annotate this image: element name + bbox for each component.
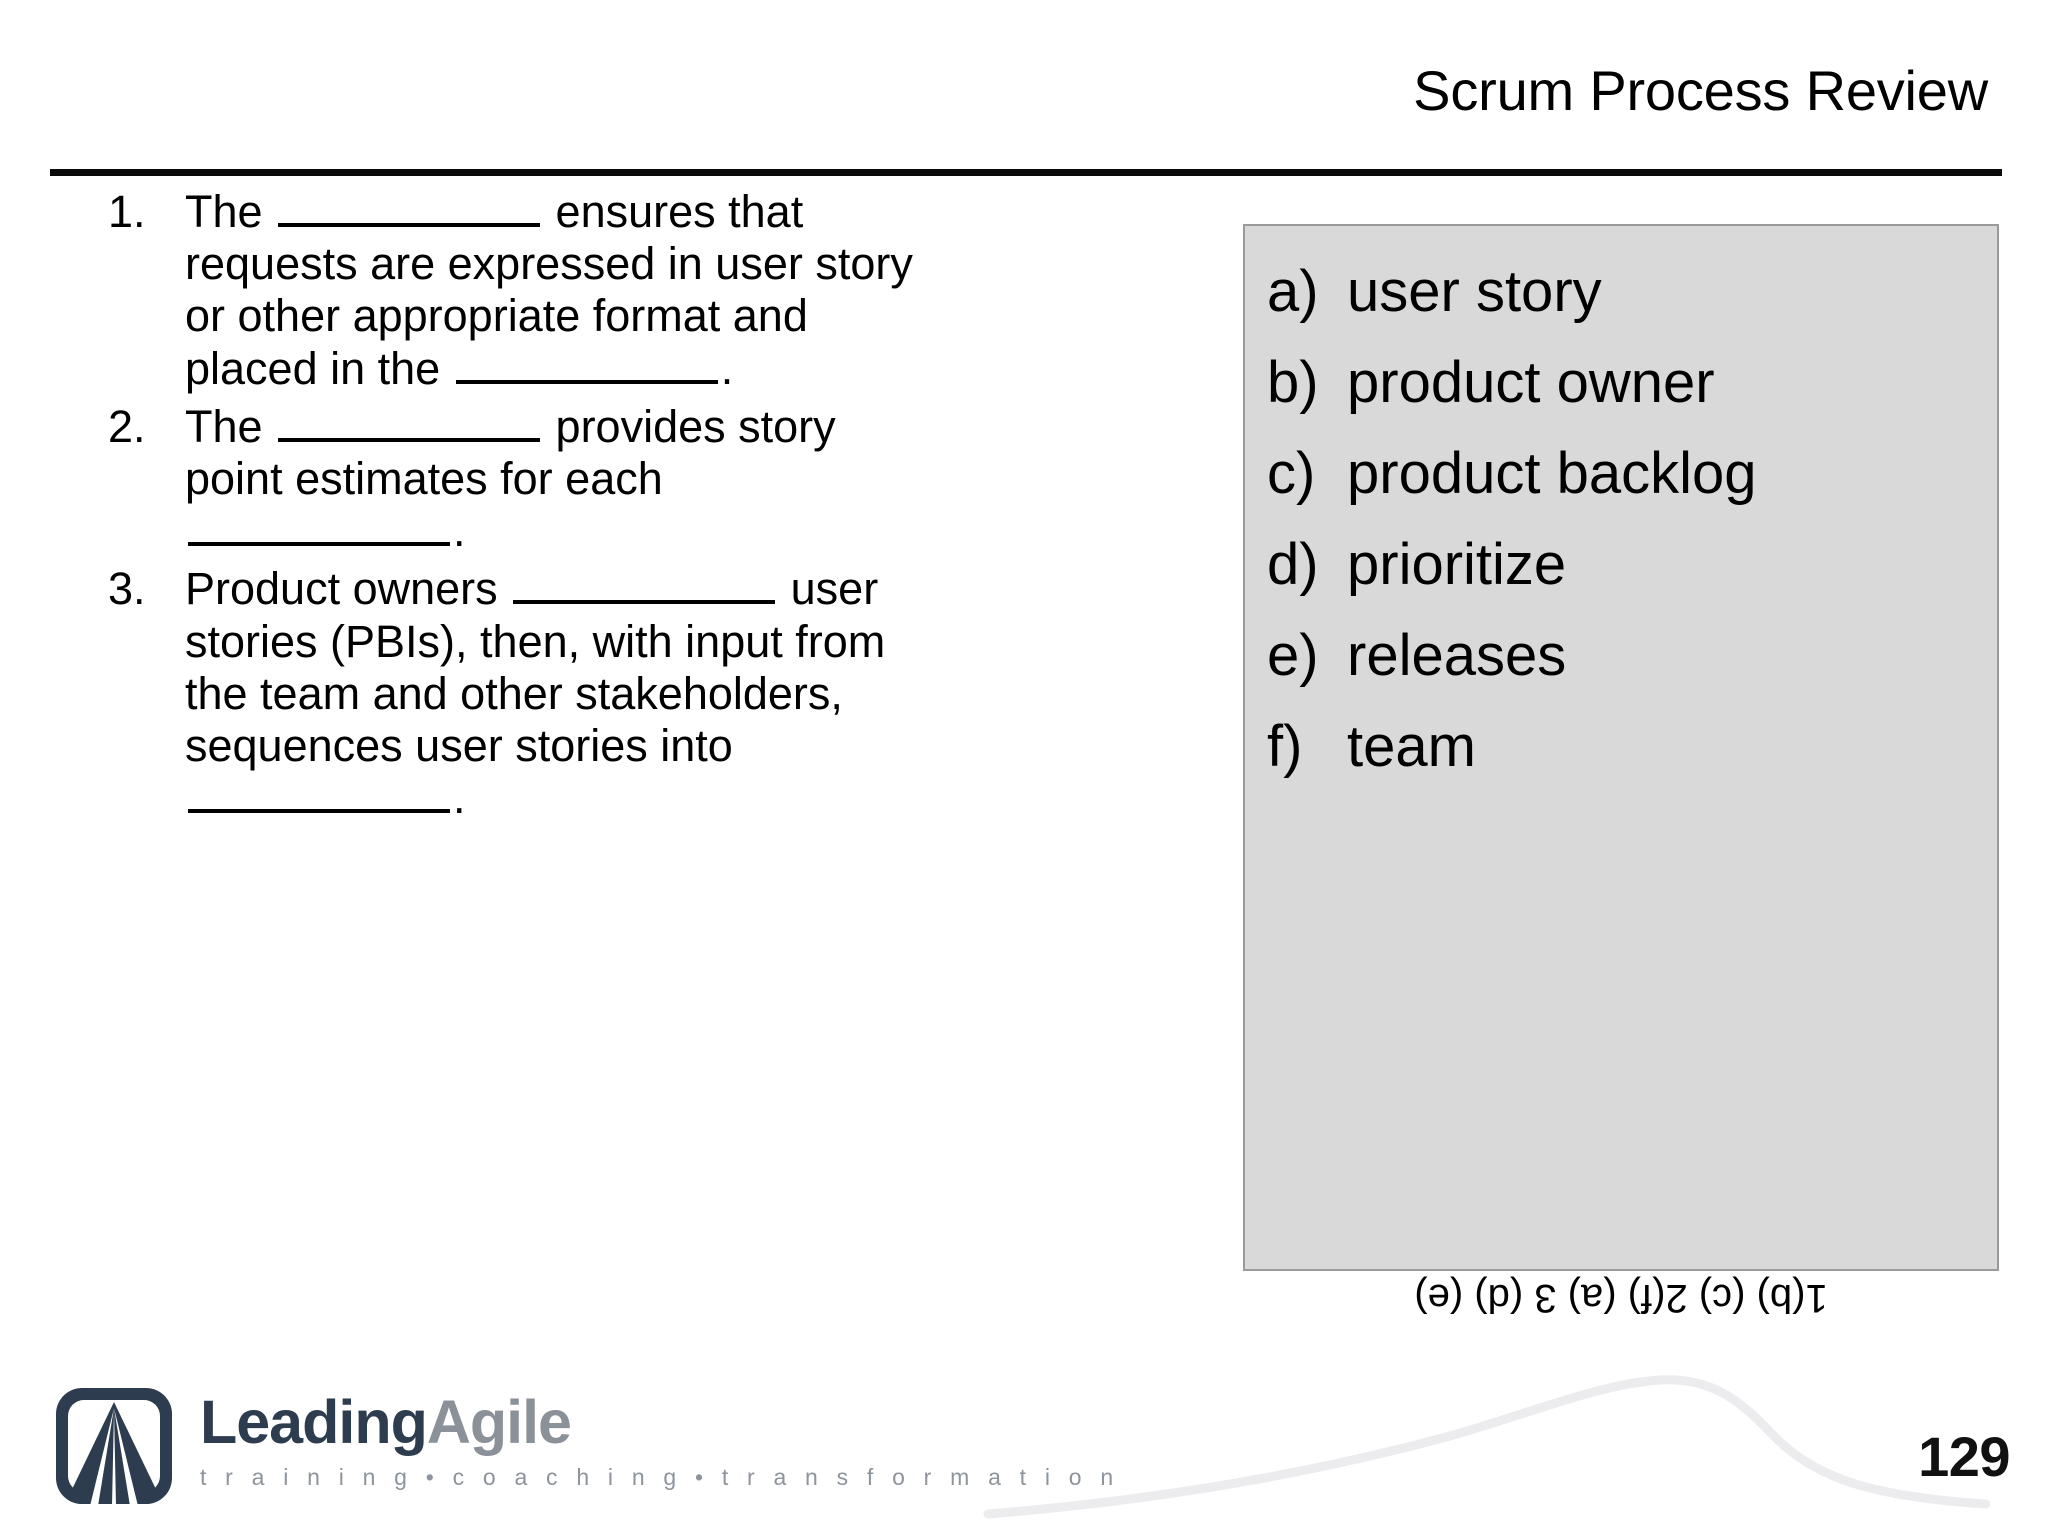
- answer-option[interactable]: f) team: [1267, 713, 1997, 780]
- fill-in-blank[interactable]: [513, 563, 776, 605]
- answer-options-box: a) user story b) product owner c) product bac…: [1243, 224, 1999, 1271]
- answer-option-label: prioritize: [1347, 531, 1567, 597]
- question-text: Product owners user stories (PBIs), then…: [185, 563, 886, 824]
- question-item: 1. The ensures that requests are expresse…: [100, 186, 920, 395]
- question-list: 1. The ensures that requests are expresse…: [100, 186, 920, 830]
- fill-in-blank[interactable]: [188, 772, 450, 814]
- logo-wordmark: LeadingAgile: [200, 1392, 1119, 1453]
- question-number: 2.: [108, 400, 146, 452]
- answer-option-key: a): [1267, 259, 1319, 324]
- answer-option-key: d): [1267, 531, 1319, 597]
- fill-in-blank[interactable]: [455, 343, 718, 384]
- answer-option[interactable]: b) product owner: [1267, 349, 1997, 416]
- question-item: 3. Product owners user stories (PBIs), th…: [100, 563, 920, 824]
- answer-option-key: c): [1267, 440, 1316, 506]
- question-number: 1.: [108, 186, 146, 237]
- answer-key: 1(b) (c) 2(f) (a) 3 (d) (e): [1414, 1276, 1828, 1320]
- answer-option-key: b): [1267, 349, 1319, 415]
- page-title: Scrum Process Review: [1413, 59, 1988, 122]
- fill-in-blank[interactable]: [278, 401, 541, 442]
- question-item: 2. The provides story point estimates for…: [100, 401, 920, 558]
- fill-in-blank[interactable]: [188, 505, 450, 547]
- leadingagile-logo: LeadingAgile t r a i n i n g • c o a c h…: [52, 1384, 1119, 1508]
- question-text: The ensures that requests are expressed …: [185, 186, 913, 394]
- answer-option-key: e): [1267, 622, 1319, 688]
- answer-option-label: user story: [1347, 259, 1602, 324]
- answer-option[interactable]: c) product backlog: [1267, 440, 1997, 507]
- answer-option[interactable]: d) prioritize: [1267, 531, 1997, 598]
- header-divider: [50, 169, 2002, 176]
- answer-option-label: product backlog: [1347, 440, 1757, 506]
- question-number: 3.: [108, 563, 146, 615]
- decorative-swoosh: [983, 1375, 1990, 1519]
- answer-option-key: f): [1267, 713, 1303, 779]
- logo-tagline: t r a i n i n g • c o a c h i n g • t r …: [200, 1464, 1120, 1490]
- page-number: 129: [1918, 1425, 2010, 1488]
- answer-option[interactable]: a) user story: [1267, 259, 1997, 325]
- answer-option-label: releases: [1347, 622, 1567, 688]
- answer-option-label: product owner: [1347, 349, 1715, 415]
- logo-wordmark-primary: Leading: [200, 1388, 428, 1456]
- answer-option[interactable]: e) releases: [1267, 622, 1997, 689]
- answer-option-label: team: [1347, 713, 1476, 779]
- question-text: The provides story point estimates for e…: [185, 400, 836, 557]
- leadingagile-logo-mark: [56, 1388, 172, 1504]
- fill-in-blank[interactable]: [278, 186, 541, 227]
- logo-wordmark-secondary: Agile: [426, 1388, 572, 1456]
